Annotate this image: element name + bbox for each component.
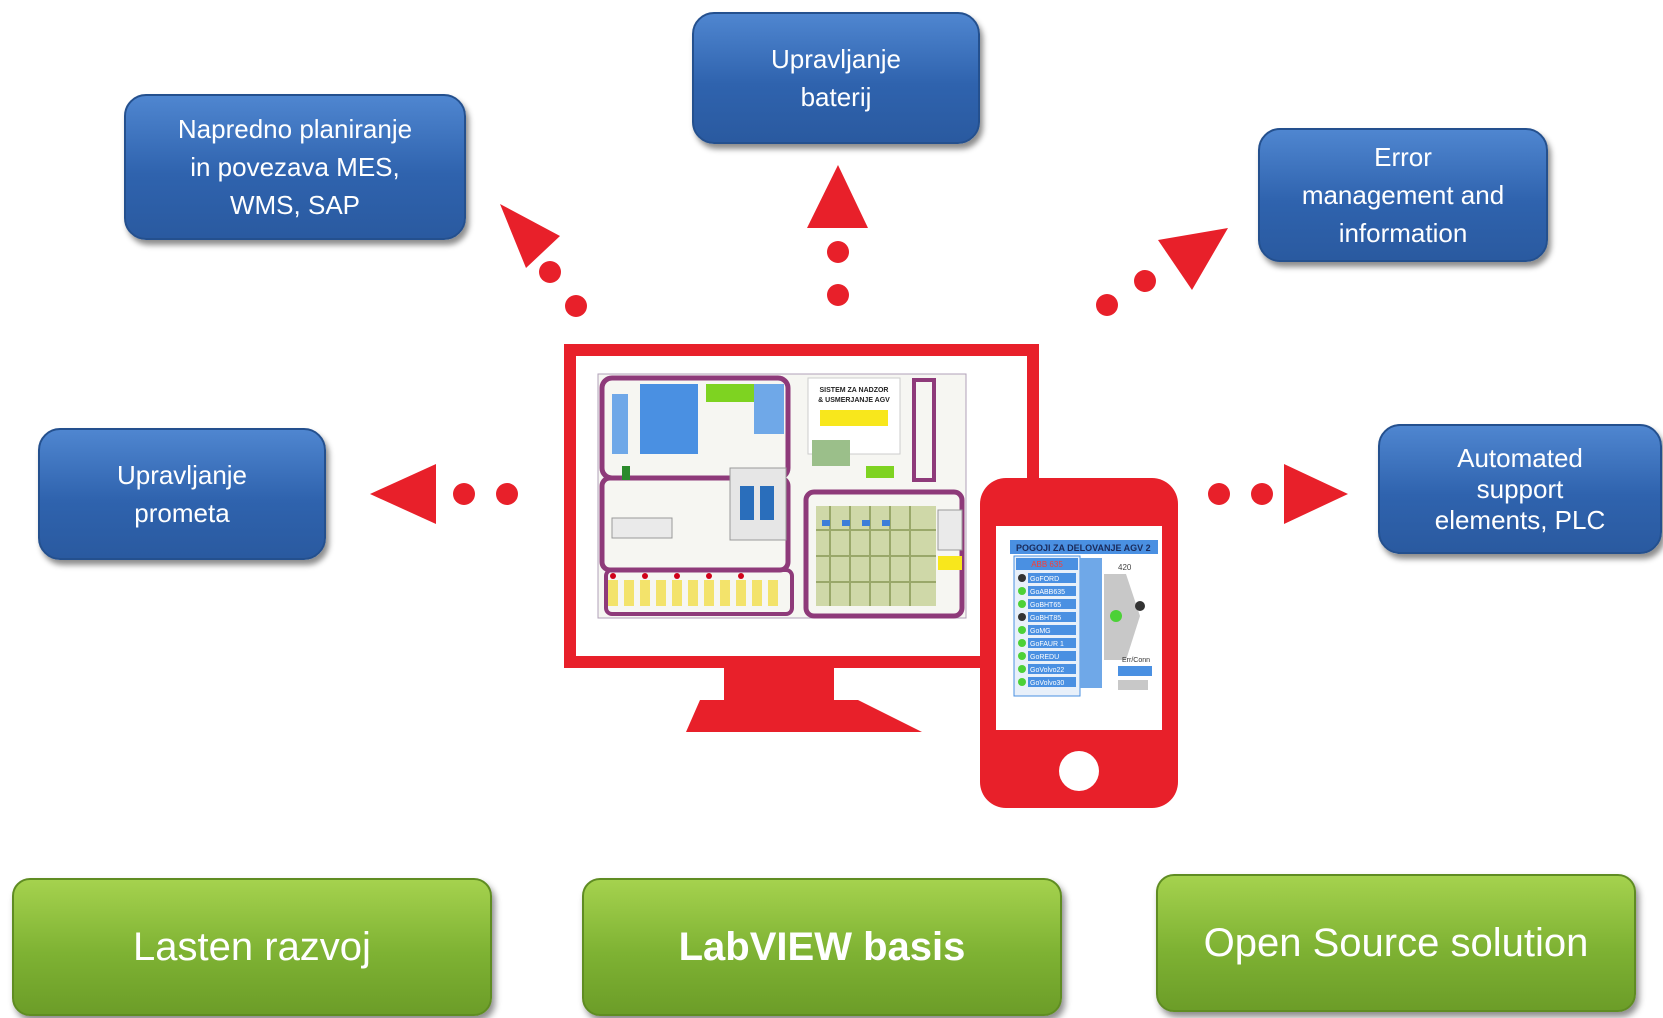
phone-item-label: GoFAUR 1	[1030, 641, 1064, 648]
phone-item-bg	[1028, 573, 1076, 583]
feature-box-upravljanje-prometa: Upravljanje prometa	[38, 428, 326, 560]
phone-item-label: GoBHT65	[1030, 602, 1061, 609]
feature-box-error-management: Error management and information	[1258, 128, 1548, 262]
phone-item-label: GoABB635	[1030, 589, 1065, 596]
arrow-to-napredno	[500, 204, 587, 317]
phone-value-top: 420	[1118, 563, 1132, 572]
basis-label-labview: LabVIEW basis	[678, 924, 966, 969]
phone-item-led	[1018, 600, 1026, 608]
feature-label-napredno: Napredno planiranje in povezava MES, WMS…	[177, 114, 413, 220]
phone-item-led	[1018, 613, 1026, 621]
basis-label-lasten: Lasten razvoj	[133, 924, 371, 969]
feature-box-automated-support: Automated support elements, PLC	[1378, 424, 1662, 554]
monitor-screen-scada: SISTEM ZA NADZOR & USMERJANJE AGV	[597, 373, 967, 619]
phone-item-bg	[1028, 664, 1076, 674]
phone-item-bg	[1028, 599, 1076, 609]
phone-side-label: Err/Conn	[1122, 657, 1150, 664]
phone-item-bg	[1028, 625, 1076, 635]
phone-item-label: GoVolvo22	[1030, 667, 1064, 674]
arrow-to-prometa	[370, 464, 518, 524]
phone-header-label: ABB 635	[1031, 560, 1063, 569]
phone-item-led	[1018, 665, 1026, 673]
basis-box-lasten-razvoj: Lasten razvoj	[12, 878, 492, 1016]
monitor-title-line1: SISTEM ZA NADZOR	[820, 387, 889, 394]
feature-label-error: Error management and information	[1301, 142, 1505, 248]
feature-box-upravljanje-baterij: Upravljanje baterij	[692, 12, 980, 144]
phone-item-bg	[1028, 638, 1076, 648]
basis-box-labview: LabVIEW basis	[582, 878, 1062, 1016]
feature-box-napredno-planiranje: Napredno planiranje in povezava MES, WMS…	[124, 94, 466, 240]
phone-item-led	[1018, 678, 1026, 686]
feature-label-automated: Automated support elements, PLC	[1434, 442, 1606, 535]
phone-item-bg	[1028, 586, 1076, 596]
phone-item-led	[1018, 652, 1026, 660]
phone-item-bg	[1028, 612, 1076, 622]
phone-item-led	[1018, 574, 1026, 582]
phone-item-label: GoVolvo30	[1030, 680, 1064, 687]
feature-label-prometa: Upravljanje prometa	[116, 460, 248, 528]
monitor-title-line2: & USMERJANJE AGV	[818, 397, 890, 404]
arrow-to-automated	[1208, 464, 1348, 524]
basis-box-open-source: Open Source solution	[1156, 874, 1636, 1012]
arrow-to-baterij	[807, 165, 868, 306]
phone-item-led	[1018, 587, 1026, 595]
phone-item-label: GoBHT85	[1030, 615, 1061, 622]
phone-item-label: GoREDU	[1030, 654, 1059, 661]
phone-item-label: GoMG	[1030, 628, 1051, 635]
phone-title: POGOJI ZA DELOVANJE AGV 2	[1016, 543, 1151, 553]
basis-label-opensource: Open Source solution	[1203, 920, 1589, 965]
phone-item-bg	[1028, 651, 1076, 661]
feature-label-baterij: Upravljanje baterij	[770, 44, 902, 112]
phone-item-label: GoFORD	[1030, 576, 1059, 583]
phone-item-led	[1018, 626, 1026, 634]
phone-item-bg	[1028, 677, 1076, 687]
arrow-to-error	[1096, 228, 1228, 316]
phone-item-led	[1018, 639, 1026, 647]
